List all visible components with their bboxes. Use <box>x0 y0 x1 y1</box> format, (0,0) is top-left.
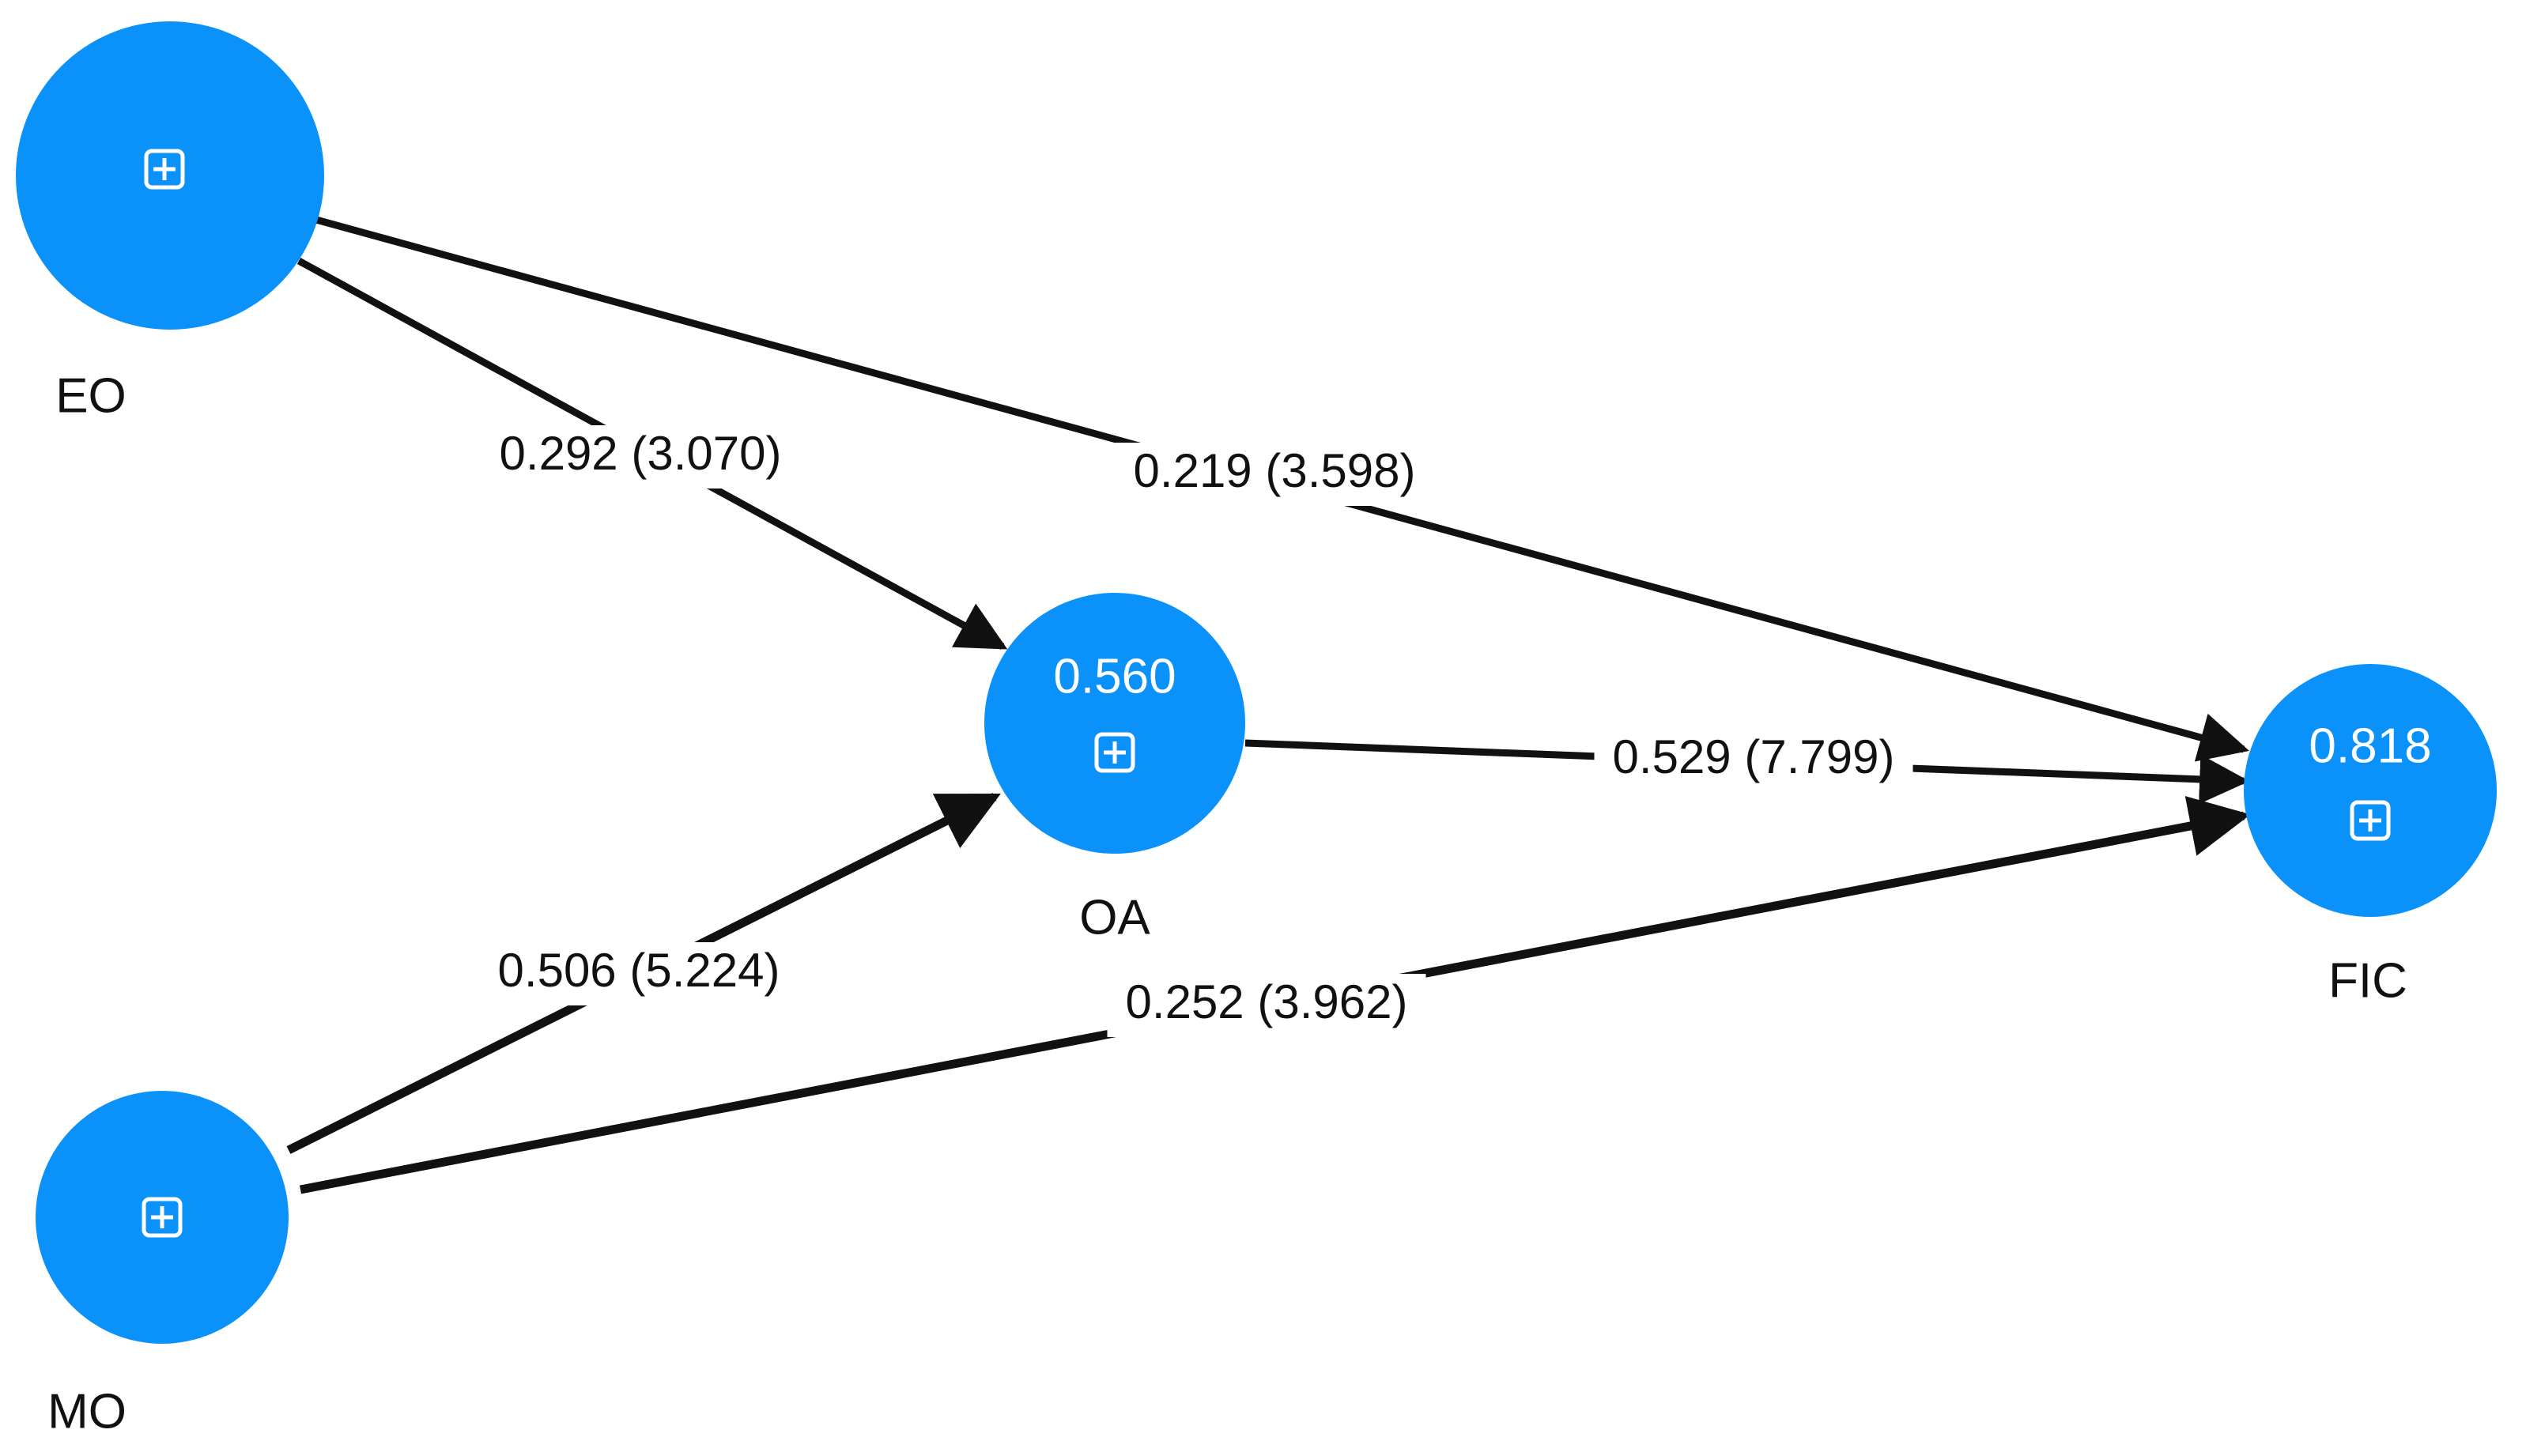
path-coefficient-label: 0.292 (3.070) <box>481 425 800 488</box>
label-backdrop <box>1107 974 1426 1037</box>
path-coefficient-label: 0.219 (3.598) <box>1115 443 1434 506</box>
expand-icon-box <box>1094 732 1135 773</box>
expand-icon-box <box>144 149 185 190</box>
expand-icon-box <box>2350 800 2391 841</box>
label-backdrop <box>1594 729 1913 792</box>
node-r-squared-value: 0.560 <box>1053 649 1176 703</box>
path-coefficient-text: 0.506 (5.224) <box>498 944 780 997</box>
node-label-mo: MO <box>47 1384 126 1439</box>
node-label-eo: EO <box>55 368 126 423</box>
expand-plus-icon[interactable] <box>142 1197 183 1238</box>
label-backdrop <box>481 425 800 488</box>
path-coefficient-label: 0.529 (7.799) <box>1594 729 1913 792</box>
node-circle[interactable] <box>16 21 324 330</box>
path-coefficient-label: 0.252 (3.962) <box>1107 974 1426 1037</box>
path-coefficient-label: 0.506 (5.224) <box>479 942 799 1005</box>
node-circle[interactable] <box>2244 664 2497 917</box>
path-coefficient-text: 0.529 (7.799) <box>1613 730 1895 783</box>
construct-node-eo[interactable]: EO <box>16 21 324 423</box>
construct-node-mo[interactable]: MO <box>36 1091 289 1439</box>
edge-labels-layer: 0.292 (3.070) 0.219 (3.598) 0.529 (7.799) 0… <box>479 425 1913 1037</box>
label-backdrop <box>1115 443 1434 506</box>
node-label-fic: FIC <box>2328 953 2407 1008</box>
node-r-squared-value: 0.818 <box>2309 719 2431 773</box>
expand-plus-icon[interactable] <box>2350 800 2391 841</box>
edges-layer <box>286 216 2251 1194</box>
expand-plus-icon[interactable] <box>1094 732 1135 773</box>
path-coefficient-text: 0.219 (3.598) <box>1134 444 1416 497</box>
node-label-oa: OA <box>1079 890 1150 945</box>
label-backdrop <box>479 942 799 1005</box>
expand-plus-icon[interactable] <box>144 149 185 190</box>
expand-icon-box <box>142 1197 183 1238</box>
node-circle[interactable] <box>984 593 1245 854</box>
path-coefficient-text: 0.252 (3.962) <box>1126 975 1408 1028</box>
path-coefficient-text: 0.292 (3.070) <box>500 427 782 480</box>
